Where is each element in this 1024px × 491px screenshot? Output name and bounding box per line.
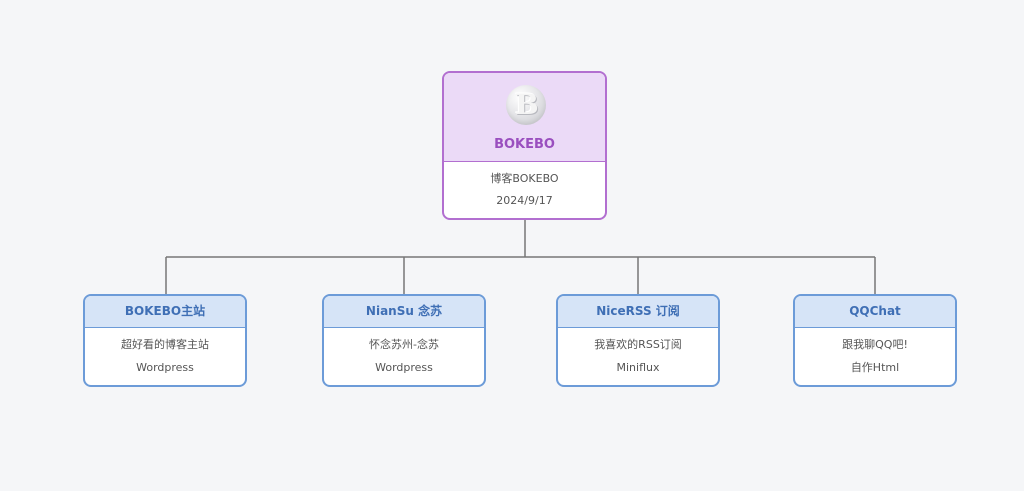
child-node-platform: Wordpress	[375, 361, 433, 374]
child-node-title: BOKEBO主站	[85, 296, 245, 328]
child-node-bokebo-main: BOKEBO主站 超好看的博客主站 Wordpress	[83, 294, 247, 387]
child-node-body: 怀念苏州-念苏 Wordpress	[324, 328, 484, 374]
logo-letter: B	[515, 88, 539, 121]
root-node-body: 博客BOKEBO 2024/9/17	[444, 162, 605, 210]
child-node-platform: Wordpress	[136, 361, 194, 374]
child-node-body: 超好看的博客主站 Wordpress	[85, 328, 245, 374]
root-node-header: B BOKEBO	[444, 73, 605, 162]
child-node-niansu: NianSu 念苏 怀念苏州-念苏 Wordpress	[322, 294, 486, 387]
child-node-platform: Miniflux	[616, 361, 660, 374]
child-node-body: 我喜欢的RSS订阅 Miniflux	[558, 328, 718, 374]
child-node-description: 怀念苏州-念苏	[369, 338, 439, 351]
child-node-body: 跟我聊QQ吧! 自作Html	[795, 328, 955, 374]
child-node-nicerss: NiceRSS 订阅 我喜欢的RSS订阅 Miniflux	[556, 294, 720, 387]
root-node-title: BOKEBO	[494, 137, 555, 152]
child-node-title: NiceRSS 订阅	[558, 296, 718, 328]
child-node-title: NianSu 念苏	[324, 296, 484, 328]
child-node-description: 我喜欢的RSS订阅	[594, 338, 682, 351]
root-node-subtitle: 博客BOKEBO	[490, 172, 559, 185]
root-node-date: 2024/9/17	[496, 194, 553, 207]
root-node: B BOKEBO 博客BOKEBO 2024/9/17	[442, 71, 607, 220]
bokebo-logo-icon: B	[506, 85, 546, 125]
child-node-description: 超好看的博客主站	[121, 338, 209, 351]
child-node-description: 跟我聊QQ吧!	[842, 338, 908, 351]
child-node-qqchat: QQChat 跟我聊QQ吧! 自作Html	[793, 294, 957, 387]
child-node-title: QQChat	[795, 296, 955, 328]
child-node-platform: 自作Html	[850, 361, 900, 374]
